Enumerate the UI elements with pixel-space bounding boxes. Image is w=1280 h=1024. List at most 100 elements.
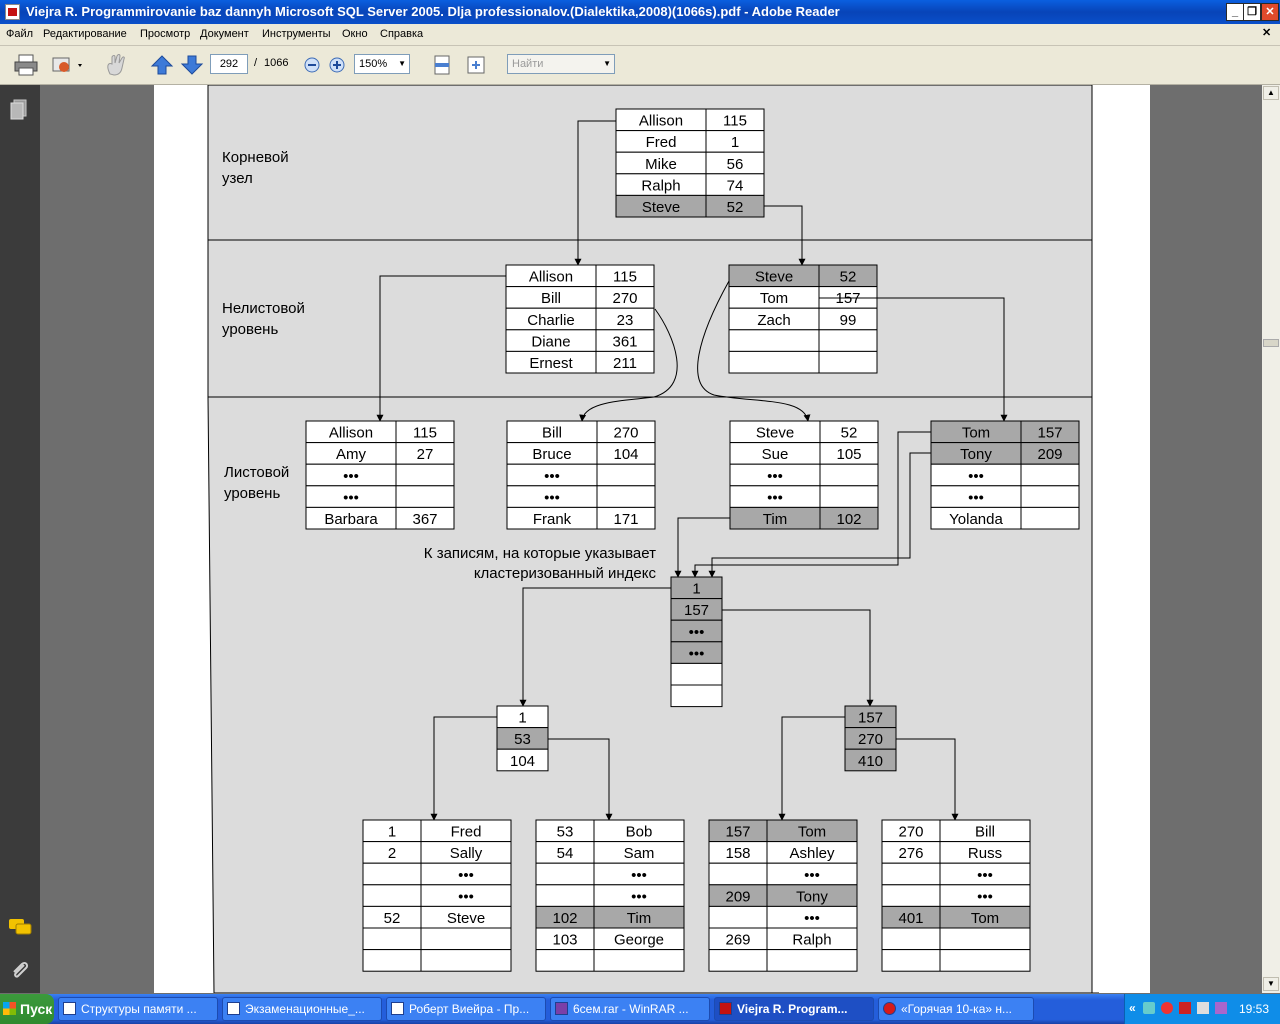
menu-edit[interactable]: Редактирование — [43, 28, 127, 40]
minimize-button[interactable]: _ — [1226, 3, 1244, 21]
index-row — [362, 884, 512, 907]
index-row — [362, 949, 512, 972]
menu-window[interactable]: Окно — [342, 28, 368, 40]
email-icon[interactable] — [50, 54, 86, 76]
page-total: 1066 — [264, 57, 289, 69]
zoom-select[interactable]: 150% ▼ — [354, 54, 410, 74]
cell-value: 52 — [727, 199, 744, 216]
antivirus-icon[interactable] — [1179, 1002, 1191, 1014]
cell-value: 269 — [725, 932, 750, 949]
task-word-exam[interactable]: Экзаменационные_... — [222, 997, 382, 1021]
index-row — [535, 862, 685, 886]
task-label: 6сем.rar - WinRAR ... — [573, 1002, 689, 1016]
vertical-scrollbar[interactable]: ▲ ▼ — [1262, 85, 1280, 993]
task-word-memory[interactable]: Структуры памяти ... — [58, 997, 218, 1021]
cell-value: ••• — [458, 867, 474, 884]
menu-tools[interactable]: Инструменты — [262, 28, 331, 40]
cell-value: 157 — [835, 290, 860, 307]
attachments-icon[interactable] — [10, 959, 30, 981]
task-opera[interactable]: «Горячая 10-ка» н... — [878, 997, 1034, 1021]
pointer-arrow — [778, 716, 845, 821]
find-input[interactable]: Найти ▼ — [507, 54, 615, 74]
device-icon[interactable] — [1197, 1002, 1209, 1014]
cell-value: Steve — [755, 269, 793, 286]
cell-value: ••• — [977, 867, 993, 884]
menu-bar: Файл Редактирование Просмотр Документ Ин… — [0, 24, 1280, 46]
index-row — [729, 485, 879, 508]
start-label: Пуск — [20, 1001, 53, 1017]
pointer-arrow — [691, 431, 931, 578]
pointer-arrow — [430, 716, 497, 821]
index-row — [362, 841, 512, 864]
maximize-button[interactable]: ❐ — [1243, 3, 1261, 21]
scroll-thumb[interactable] — [1263, 339, 1279, 347]
print-icon[interactable] — [14, 54, 38, 76]
previous-page-icon[interactable] — [150, 54, 174, 76]
index-row — [506, 463, 656, 487]
cell-value: 410 — [858, 753, 883, 770]
cell-value: 401 — [898, 910, 923, 927]
menu-document[interactable]: Документ — [200, 28, 249, 40]
cell-value: 157 — [725, 824, 750, 841]
index-row — [535, 949, 685, 972]
cell-value: 52 — [841, 425, 858, 442]
cell-value: ••• — [804, 867, 820, 884]
cell-value: 115 — [613, 269, 637, 286]
toolbar: 292 / 1066 150% ▼ Найти ▼ — [0, 46, 1280, 85]
cell-value: ••• — [767, 468, 783, 485]
cell-value: Tim — [763, 511, 787, 528]
fit-width-icon[interactable] — [466, 55, 486, 75]
cell-value: ••• — [689, 624, 705, 641]
index-row — [930, 463, 1080, 487]
tray-expand-icon[interactable]: « — [1129, 1001, 1136, 1015]
cell-value: Bill — [542, 425, 562, 442]
task-adobe-reader[interactable]: Viejra R. Program... — [714, 997, 874, 1021]
task-word-vieira[interactable]: Роберт Виейра - Пр... — [386, 997, 546, 1021]
scroll-down-icon[interactable]: ▼ — [1263, 977, 1279, 991]
page-number-input[interactable]: 292 — [210, 54, 248, 74]
cell-value: 270 — [612, 290, 637, 307]
pointer-arrow — [579, 308, 678, 422]
scroll-up-icon[interactable]: ▲ — [1263, 86, 1279, 100]
menu-close-icon[interactable]: ✕ — [1262, 27, 1272, 39]
fit-page-icon[interactable] — [432, 55, 452, 75]
cell-value: 171 — [613, 511, 638, 528]
cell-value: 115 — [723, 113, 747, 130]
cell-value: Fred — [451, 824, 482, 841]
menu-view[interactable]: Просмотр — [140, 28, 191, 40]
cell-value: 158 — [725, 845, 750, 862]
index-row — [728, 350, 878, 374]
cell-value: Sam — [624, 845, 655, 862]
cell-value: Tom — [971, 910, 999, 927]
index-row — [505, 350, 655, 374]
cell-value: Bill — [975, 824, 995, 841]
pages-icon[interactable] — [10, 99, 30, 121]
cell-value: Allison — [529, 269, 573, 286]
task-winrar[interactable]: 6сем.rar - WinRAR ... — [550, 997, 710, 1021]
zoom-out-icon[interactable] — [303, 56, 321, 74]
close-button[interactable]: ✕ — [1261, 3, 1279, 21]
language-icon[interactable] — [1215, 1002, 1227, 1014]
task-label: Структуры памяти ... — [81, 1002, 197, 1016]
menu-file[interactable]: Файл — [6, 28, 34, 40]
index-row — [535, 884, 685, 907]
menu-help[interactable]: Справка — [380, 28, 424, 40]
next-page-icon[interactable] — [180, 54, 204, 76]
pointer-arrow — [764, 205, 806, 266]
cell-value: ••• — [544, 468, 560, 485]
clock: 19:53 — [1239, 1002, 1270, 1016]
opera-tray-icon[interactable] — [1161, 1002, 1173, 1014]
start-button[interactable]: Пуск — [0, 994, 54, 1024]
network-icon[interactable] — [1143, 1002, 1155, 1014]
comments-icon[interactable] — [8, 917, 32, 937]
cell-value: Ernest — [529, 355, 573, 372]
cell-value: 270 — [858, 731, 883, 748]
cell-value: ••• — [631, 867, 647, 884]
pointer-arrow — [674, 517, 730, 578]
zoom-in-icon[interactable] — [328, 56, 346, 74]
cell-value: Allison — [639, 113, 683, 130]
cell-value: ••• — [767, 489, 783, 506]
cell-value: Tom — [798, 824, 826, 841]
hand-tool-icon[interactable] — [104, 54, 130, 76]
